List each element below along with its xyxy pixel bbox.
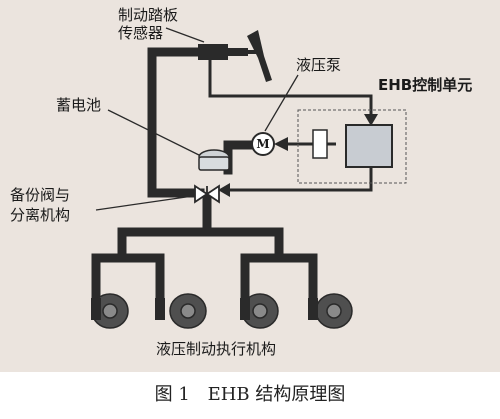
pedal-sensor-body: [228, 48, 248, 56]
ehb-diagram: [91, 27, 407, 329]
ecu-driver-block: [312, 129, 328, 159]
accumulator-label: 蓄电池: [56, 96, 102, 114]
pedal-signal-line: [208, 57, 373, 116]
pedal-left-pipe: [147, 47, 206, 198]
pump-callout-line: [264, 74, 299, 132]
accumulator-body: [198, 156, 230, 171]
pedal-callout-line: [165, 27, 205, 43]
signal-arrowhead: [364, 114, 378, 126]
backup-valve-label-line2: 分离机构: [10, 206, 71, 224]
figure-caption: 图 1 EHB 结构原理图: [0, 380, 500, 406]
pedal-arm: [247, 30, 272, 82]
motor-arrowhead: [274, 137, 288, 151]
ecu-dashed-boundary: [297, 109, 407, 184]
motor-accumulator-pipe: [223, 140, 259, 175]
backup-valve-label-line1: 备份阀与: [10, 186, 71, 204]
wheels: [91, 293, 353, 329]
pump-label: 液压泵: [296, 56, 342, 74]
accumulator-callout-line: [107, 109, 206, 159]
valve-callout-line: [95, 195, 194, 211]
pedal-sensor-label-line1: 制动踏板: [118, 6, 179, 24]
pedal-sensor-label-line2: 传感器: [118, 24, 164, 42]
motor-symbol: M: [256, 137, 270, 151]
pedal-rod: [248, 50, 260, 54]
ecu-label: EHB控制单元: [378, 76, 473, 94]
actuator-label: 液压制动执行机构: [156, 340, 277, 358]
figure-number: 图 1: [154, 384, 190, 405]
valve-arrowhead: [218, 183, 230, 197]
ecu-to-valve-line: [222, 166, 373, 192]
ecu-controller-block: [345, 124, 393, 168]
pedal-sensor-cylinder: [198, 44, 228, 60]
motor-icon: [251, 132, 275, 156]
figure-title: EHB 结构原理图: [207, 384, 346, 405]
